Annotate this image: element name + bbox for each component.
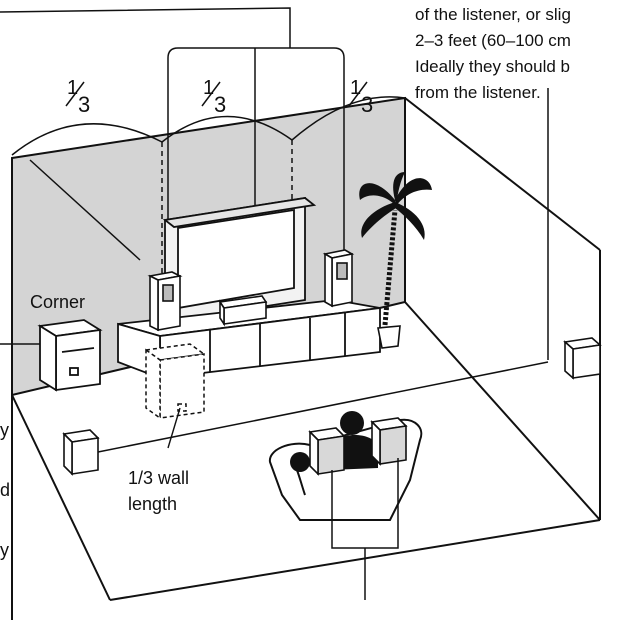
alternate-sub-callout xyxy=(167,407,181,449)
third-arc-1 xyxy=(11,123,163,156)
third-arc-2 xyxy=(161,115,293,143)
center-speaker xyxy=(218,295,268,327)
fraction-numerator: 1 xyxy=(350,77,361,99)
fraction-numerator: 1 xyxy=(67,77,78,99)
rear-right-speaker xyxy=(370,417,408,466)
corner-label: Corner xyxy=(30,292,85,312)
side-text-line4: from the listener. xyxy=(415,83,541,102)
alternate-subwoofer xyxy=(144,343,206,420)
room-corner-edge xyxy=(11,394,111,601)
wall-length-label-line1: 1/3 wall xyxy=(128,468,189,488)
left-fragment-1: y xyxy=(0,420,9,440)
room-right-back-edge xyxy=(404,97,601,251)
fraction-mark-3: 1 3 xyxy=(348,77,373,117)
corner-subwoofer xyxy=(37,319,103,392)
wall-diagonal-shade xyxy=(29,159,141,261)
fraction-denominator: 3 xyxy=(361,92,373,117)
fraction-mark-2: 1 3 xyxy=(201,77,226,117)
side-text-line3: Ideally they should b xyxy=(415,57,570,76)
left-fragment-2: d xyxy=(0,480,10,500)
rear-left-speaker xyxy=(308,427,346,476)
palm-plant xyxy=(359,172,432,349)
front-right-speaker xyxy=(322,249,355,308)
surround-right-speaker xyxy=(563,337,602,380)
front-left-speaker xyxy=(147,271,183,332)
wall-length-label-line2: length xyxy=(128,494,177,514)
rear-speaker-callout xyxy=(331,458,399,600)
tv-top-edge xyxy=(162,197,317,228)
room-floor-edge xyxy=(404,301,601,521)
side-text-line2: 2–3 feet (60–100 cm xyxy=(415,31,571,50)
room-bottom-edge xyxy=(109,519,601,601)
fraction-denominator: 3 xyxy=(78,92,90,117)
side-text-line1: of the listener, or slig xyxy=(415,5,571,24)
fraction-denominator: 3 xyxy=(214,92,226,117)
surround-left-speaker xyxy=(62,429,100,476)
left-fragment-3: y xyxy=(0,540,9,560)
fraction-mark-1: 1 3 xyxy=(65,77,90,117)
fraction-numerator: 1 xyxy=(203,77,214,99)
surround-left-callout xyxy=(97,361,549,453)
